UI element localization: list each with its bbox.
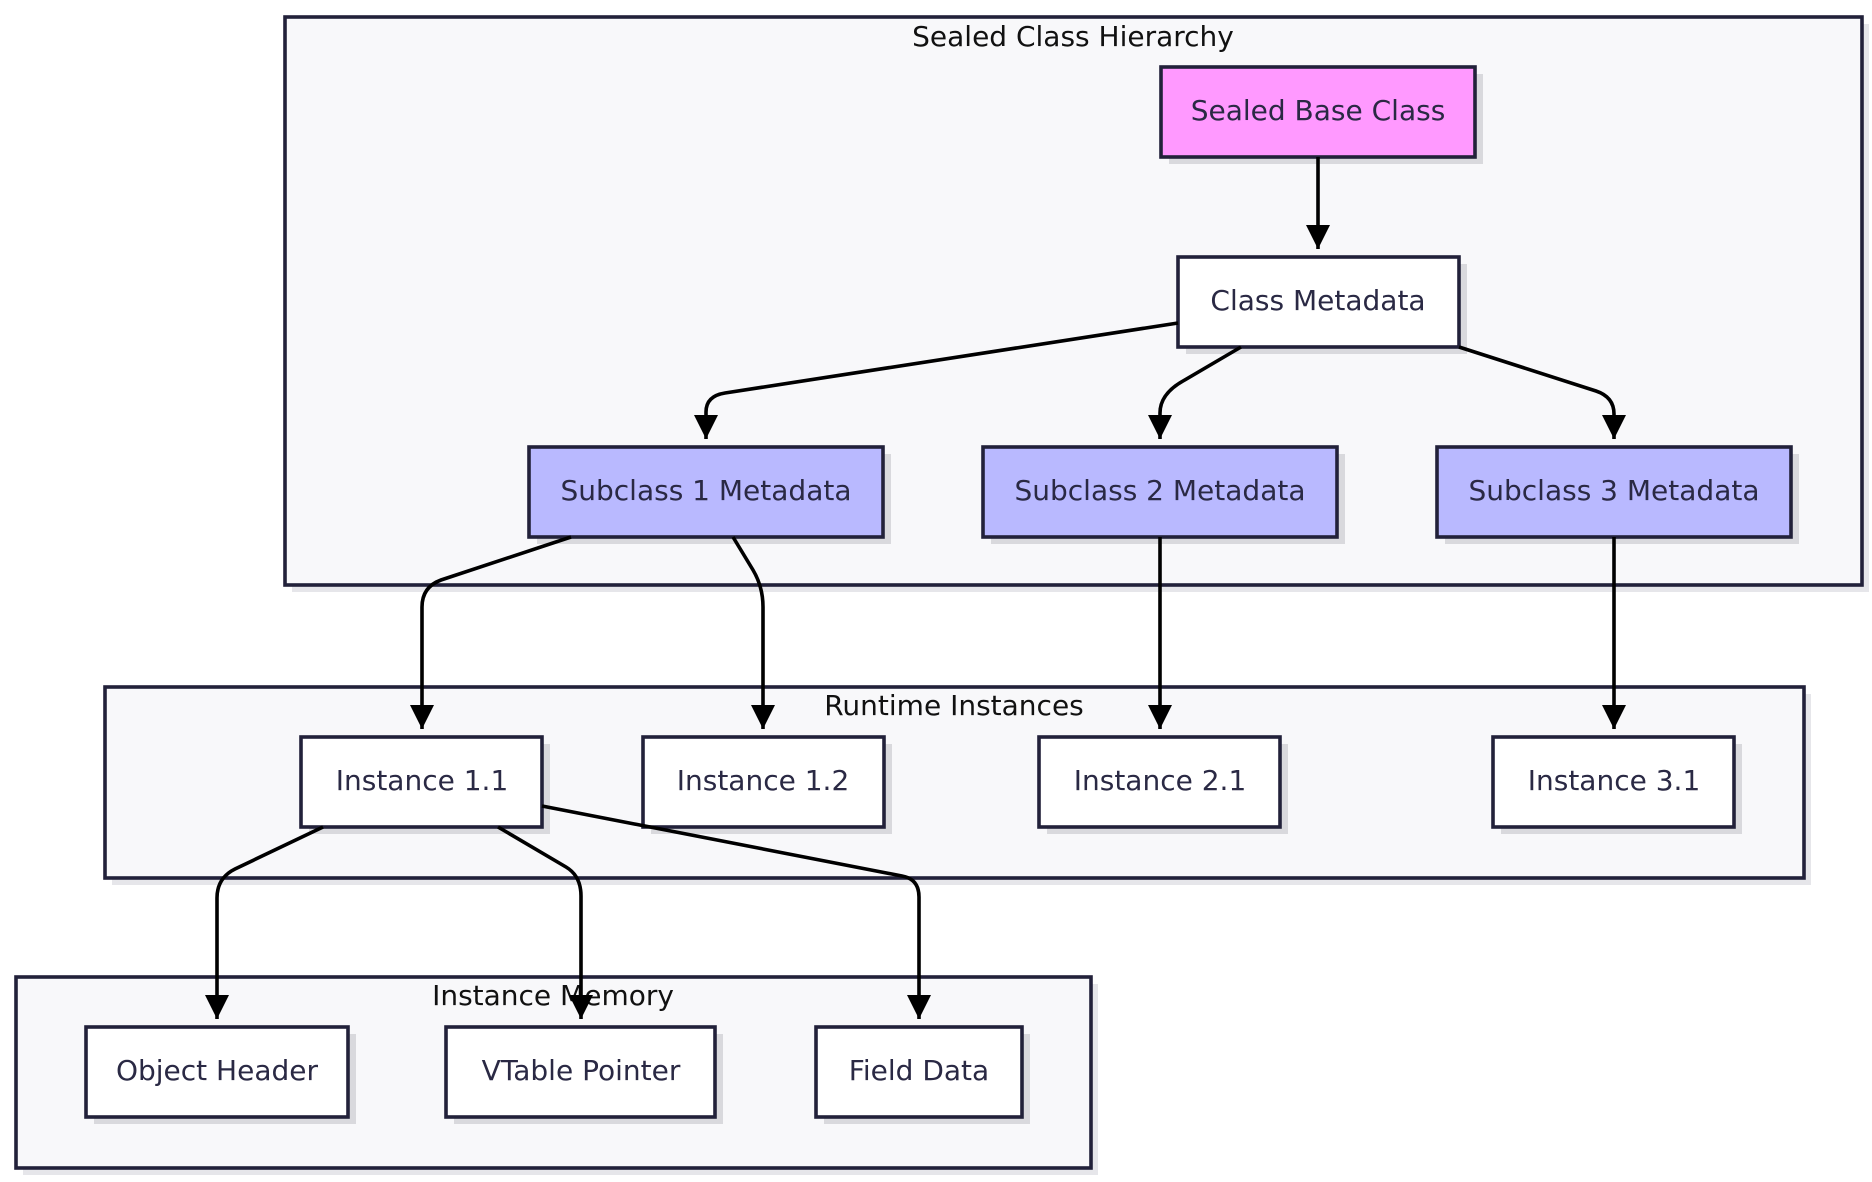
node-label-instance-3-1: Instance 3.1 [1528, 764, 1701, 797]
node-sealed-base-class[interactable]: Sealed Base Class [1159, 65, 1483, 164]
node-field-data[interactable]: Field Data [814, 1025, 1030, 1124]
node-label-subclass-1-metadata: Subclass 1 Metadata [560, 474, 851, 507]
cluster-label-hierarchy: Sealed Class Hierarchy [912, 20, 1234, 53]
node-instance-1-2[interactable]: Instance 1.2 [641, 735, 892, 834]
cluster-label-memory: Instance Memory [432, 979, 674, 1012]
node-label-subclass-3-metadata: Subclass 3 Metadata [1468, 474, 1759, 507]
edge-subclass-1-to-instance-1-2 [731, 536, 775, 729]
node-label-instance-1-1: Instance 1.1 [336, 764, 509, 797]
node-class-metadata[interactable]: Class Metadata [1176, 255, 1467, 354]
node-subclass-2-metadata[interactable]: Subclass 2 Metadata [981, 445, 1345, 544]
node-subclass-1-metadata[interactable]: Subclass 1 Metadata [527, 445, 891, 544]
node-instance-1-1[interactable]: Instance 1.1 [299, 735, 550, 834]
node-label-instance-1-2: Instance 1.2 [677, 764, 850, 797]
node-vtable-pointer[interactable]: VTable Pointer [444, 1025, 723, 1124]
node-instance-3-1[interactable]: Instance 3.1 [1491, 735, 1742, 834]
edge-subclass-1-to-instance-1-1 [410, 535, 572, 729]
node-label-vtable-pointer: VTable Pointer [482, 1054, 681, 1087]
node-label-subclass-2-metadata: Subclass 2 Metadata [1014, 474, 1305, 507]
node-object-header[interactable]: Object Header [84, 1025, 356, 1124]
node-label-sealed-base-class: Sealed Base Class [1191, 94, 1446, 127]
edge-class-metadata-to-subclass-3 [1458, 345, 1626, 439]
node-instance-2-1[interactable]: Instance 2.1 [1037, 735, 1288, 834]
edge-instance-1-1-to-vtable-pointer [497, 825, 593, 1019]
node-label-instance-2-1: Instance 2.1 [1074, 764, 1247, 797]
node-label-object-header: Object Header [116, 1054, 319, 1087]
node-label-class-metadata: Class Metadata [1210, 284, 1425, 317]
edge-class-metadata-to-subclass-2 [1148, 345, 1242, 439]
node-label-field-data: Field Data [849, 1054, 989, 1087]
edges [205, 157, 1626, 1019]
node-subclass-3-metadata[interactable]: Subclass 3 Metadata [1435, 445, 1799, 544]
edge-class-metadata-to-subclass-1 [694, 321, 1179, 439]
edge-instance-1-1-to-field-data [541, 804, 931, 1019]
cluster-label-runtime: Runtime Instances [824, 689, 1084, 722]
edge-instance-1-1-to-object-header [205, 825, 324, 1019]
